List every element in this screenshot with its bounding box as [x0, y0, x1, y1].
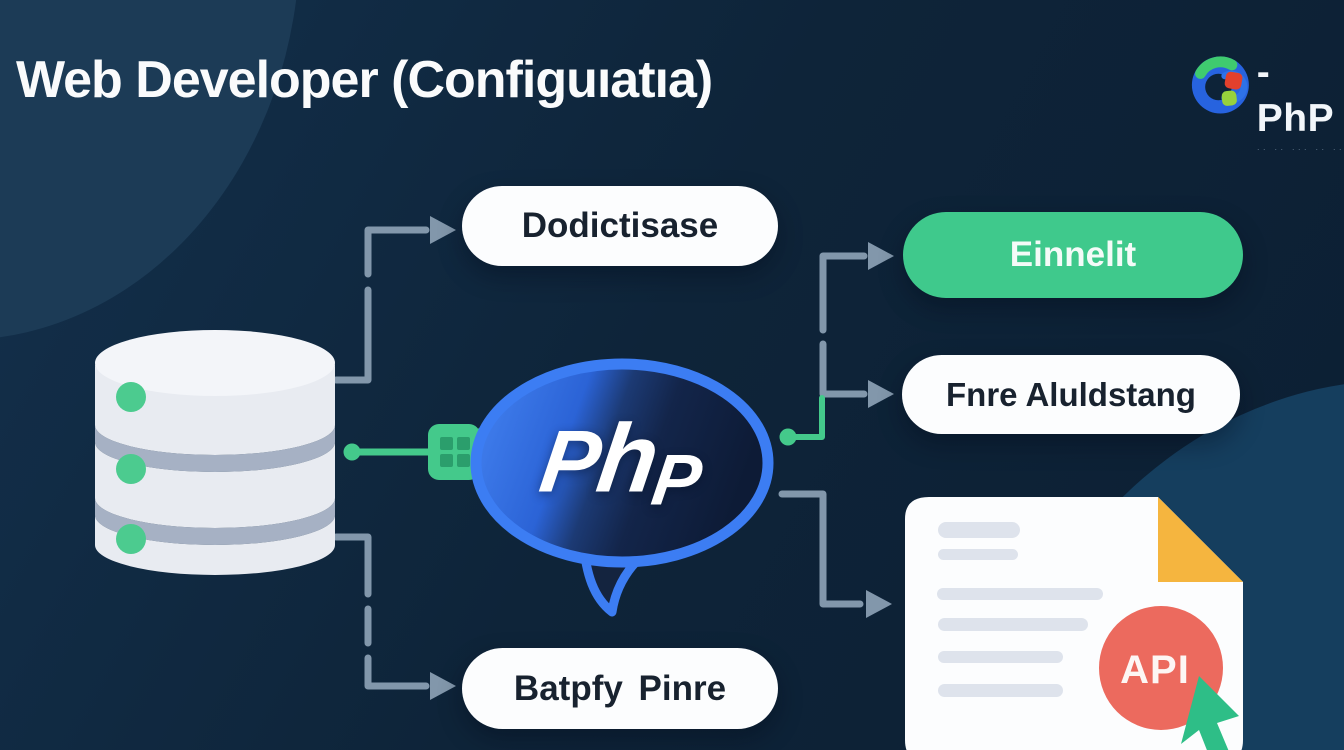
php-logo: -PhP ·· ·· ··· ·· ·· — [1186, 50, 1344, 154]
php-logo-brand: -PhP — [1256, 51, 1335, 140]
connector-php-to-right-pills — [819, 252, 868, 398]
api-document-icon: API — [905, 497, 1243, 750]
api-badge-label: API — [1120, 648, 1190, 692]
pill-dodictisase: Dodictisase — [462, 186, 778, 266]
database-led-icon — [116, 382, 146, 412]
database-led-icon — [116, 524, 146, 554]
arrowhead-fnre — [868, 380, 894, 408]
page-title: Web Developer (Configuıatıa) — [16, 51, 713, 109]
arrowhead-api-doc — [866, 590, 892, 618]
connector-database-to-batpfy — [332, 533, 430, 690]
pill-label: Dodictisase — [521, 206, 719, 245]
document-fold-icon — [1158, 497, 1243, 582]
arrowhead-batpfy — [430, 672, 456, 700]
connector-database-to-dodictisase — [332, 226, 430, 384]
database-top-ellipse — [95, 330, 335, 396]
php-bubble — [470, 358, 774, 617]
pill-label: Einnelit — [1009, 235, 1137, 274]
connector-php-to-api-doc — [778, 490, 864, 608]
connector-php-green-spur — [779, 395, 825, 446]
cursor-icon — [1181, 676, 1239, 750]
pill-einnelit: Einnelit — [903, 212, 1243, 298]
pill-fnre-aluldstang: Fnre Aluldstang — [902, 355, 1240, 434]
arrowhead-dodictisase — [430, 216, 456, 244]
php-logo-icon — [1191, 56, 1249, 114]
pill-label: Batpfy Pinre — [513, 668, 727, 708]
arrowhead-einnelit — [868, 242, 894, 270]
database-led-icon — [116, 454, 146, 484]
php-wordmark: PhP — [535, 404, 709, 521]
api-badge — [1099, 606, 1223, 730]
database-icon — [95, 330, 335, 575]
pill-label: Fnre Aluldstang — [946, 375, 1196, 413]
php-logo-subtext: ·· ·· ··· ·· ·· — [1256, 144, 1344, 154]
pill-batpfy-pinre: Batpfy Pinre — [462, 648, 778, 729]
